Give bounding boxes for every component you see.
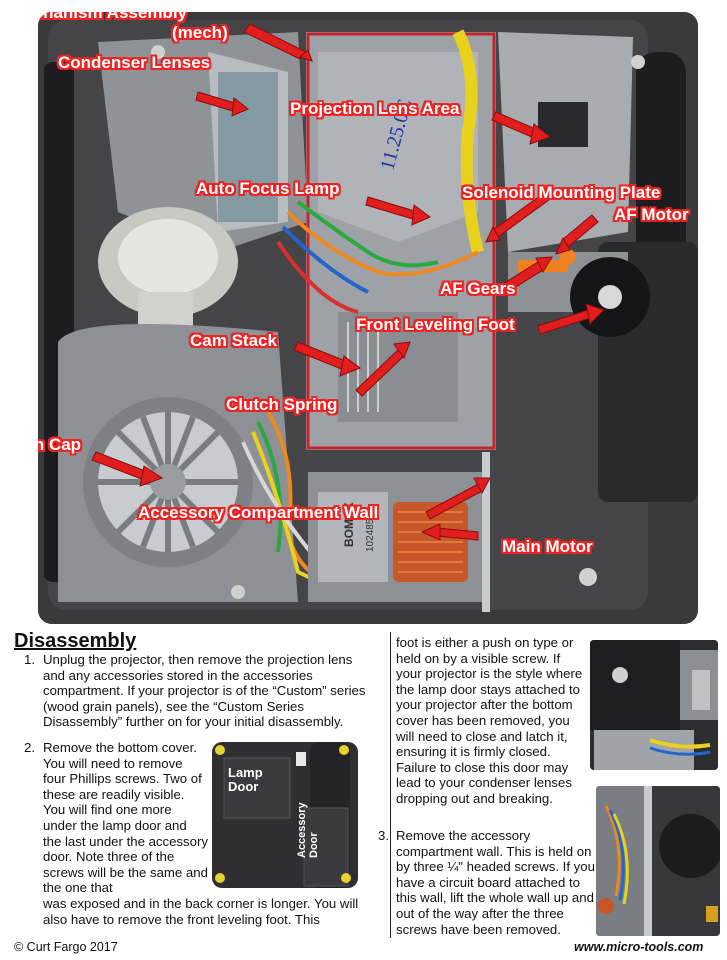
label-projection-lens-area: Projection Lens Area — [290, 99, 460, 118]
label-solenoid-mounting-plate: Solenoid Mounting Plate — [462, 183, 661, 202]
label-accessory-compartment-wall: Accessory Compartment Wall — [138, 503, 379, 522]
column-divider — [390, 632, 391, 938]
step-2-text-a: Remove the bottom cover. You will need t… — [43, 740, 208, 896]
label-main-motor: Main Motor — [502, 537, 593, 556]
label-fan-cap: Fan Cap — [38, 435, 82, 454]
label-front-leveling-foot: Front Leveling Foot — [356, 315, 515, 334]
step-2-number: 2. — [24, 740, 35, 755]
step-2-text-b: was exposed and in the back corner is lo… — [43, 896, 359, 927]
bottom-cover-illustration — [212, 742, 358, 888]
label-mechanism-assembly: Mechanism Assembly — [38, 12, 187, 22]
section-heading: Disassembly — [14, 630, 137, 652]
lamp-door-label: Lamp Door — [228, 765, 263, 794]
bottom-cover-photo: Lamp Door Accessory Door — [210, 738, 360, 890]
step-1-text: Unplug the projector, then remove the pr… — [43, 652, 366, 730]
step-2-text-c: foot is either a push on type or held on… — [396, 635, 583, 806]
accessory-wall-photo — [596, 786, 720, 936]
main-projector-photo: 11.25.0C BOMAX 102485 — [38, 12, 698, 624]
accessory-wall-illustration — [596, 786, 720, 936]
website-link[interactable]: www.micro-tools.com — [574, 940, 704, 954]
accessory-door-label: Accessory Door — [296, 802, 320, 858]
label-clutch-spring: Clutch Spring — [226, 395, 338, 414]
label-auto-focus-lamp: Auto Focus Lamp — [196, 179, 340, 198]
projector-illustration: 11.25.0C BOMAX 102485 — [38, 12, 698, 624]
lamp-door-photo — [590, 640, 718, 770]
label-af-gears: AF Gears — [440, 279, 516, 298]
part-number-label: 102485 — [365, 518, 376, 552]
label-mech: (mech) — [172, 23, 228, 42]
bomax-label: BOMAX — [342, 502, 356, 547]
step-3-number: 3. — [378, 828, 389, 843]
lamp-door-illustration — [590, 640, 718, 770]
label-af-motor: AF Motor — [614, 205, 689, 224]
copyright: © Curt Fargo 2017 — [14, 940, 118, 954]
label-condenser-lenses: Condenser Lenses — [58, 53, 211, 72]
step-3-text: Remove the accessory compartment wall. T… — [396, 828, 595, 937]
label-cam-stack: Cam Stack — [190, 331, 277, 350]
step-1-number: 1. — [24, 652, 35, 667]
